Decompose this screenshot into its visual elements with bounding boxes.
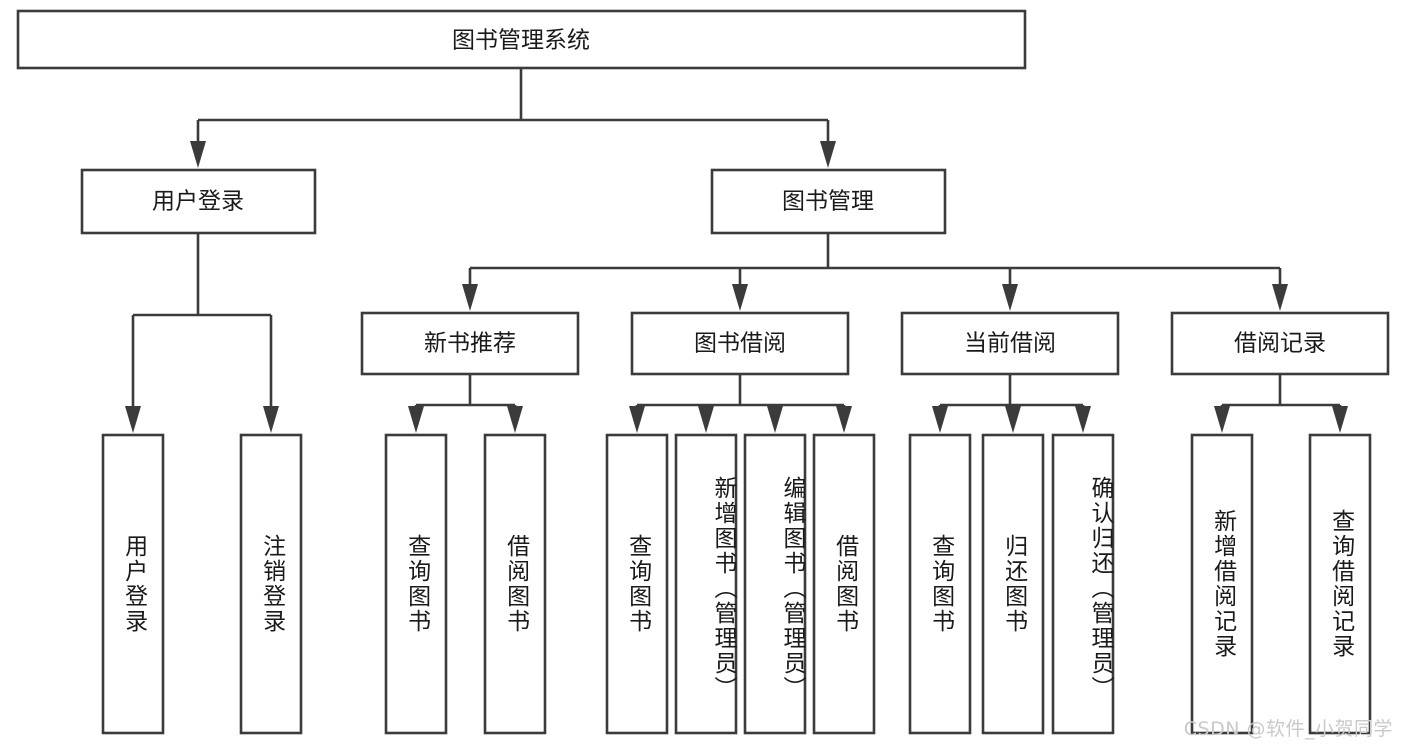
arrowhead-icon [1002, 284, 1018, 311]
arrowhead-icon [698, 406, 714, 433]
node-book-manage[interactable]: 图书管理 [710, 168, 947, 235]
leaf-add-record[interactable] [1190, 433, 1254, 735]
arrowhead-icon [408, 406, 424, 433]
leaf-query-record[interactable] [1308, 433, 1372, 735]
leaf-query-book-rec[interactable] [384, 433, 448, 735]
node-root[interactable]: 图书管理系统 [16, 9, 1027, 70]
arrowhead-icon [932, 406, 948, 433]
arrowhead-icon [732, 284, 748, 311]
node-user-login-label: 用户登录 [152, 189, 244, 215]
node-borrow-record-label: 借阅记录 [1234, 331, 1326, 357]
node-borrow-record[interactable]: 借阅记录 [1170, 311, 1390, 376]
connector-borrowrecord-to-leaves [1214, 374, 1348, 433]
leaf-add-book[interactable] [674, 433, 738, 735]
node-book-borrow-label: 图书借阅 [694, 331, 786, 357]
leaf-borrow-book[interactable] [812, 433, 876, 735]
arrowhead-icon [1005, 406, 1021, 433]
connector-bookborrow-to-leaves [629, 374, 852, 433]
leaf-user-login[interactable] [101, 433, 165, 735]
arrowhead-icon [629, 406, 645, 433]
arrowhead-icon [263, 406, 279, 433]
node-book-borrow[interactable]: 图书借阅 [630, 311, 850, 376]
connector-newbookrec-to-leaves [408, 374, 523, 433]
node-current-borrow[interactable]: 当前借阅 [900, 311, 1120, 376]
leaf-borrow-book-rec[interactable] [483, 433, 547, 735]
arrowhead-icon [836, 406, 852, 433]
node-new-book-rec[interactable]: 新书推荐 [360, 311, 580, 376]
arrowhead-icon [462, 284, 478, 311]
csdn-watermark: CSDN @软件_小贺同学 [1183, 718, 1393, 740]
connector-bookmanage-to-level3 [462, 233, 1288, 311]
node-user-login[interactable]: 用户登录 [80, 168, 317, 235]
arrowhead-icon [125, 406, 141, 433]
arrowhead-icon [1272, 284, 1288, 311]
node-book-manage-label: 图书管理 [782, 189, 874, 215]
arrowhead-icon [767, 406, 783, 433]
leaf-edit-book[interactable] [743, 433, 807, 735]
node-current-borrow-label: 当前借阅 [964, 331, 1056, 357]
leaf-query-book-borrow[interactable] [605, 433, 669, 735]
connector-currentborrow-to-leaves [932, 374, 1091, 433]
arrowhead-icon [1214, 406, 1230, 433]
node-new-book-rec-label: 新书推荐 [424, 331, 516, 357]
connector-root-to-level2 [190, 68, 836, 168]
leaf-user-logout[interactable] [239, 433, 303, 735]
leaf-return-book[interactable] [981, 433, 1045, 735]
leaf-confirm-return[interactable] [1051, 433, 1115, 735]
arrowhead-icon [507, 406, 523, 433]
node-root-label: 图书管理系统 [452, 28, 590, 54]
connector-booklogin-to-leaves [125, 233, 279, 433]
leaf-query-book-cur[interactable] [908, 433, 972, 735]
arrowhead-icon [820, 141, 836, 168]
arrowhead-icon [1332, 406, 1348, 433]
arrowhead-icon [1075, 406, 1091, 433]
arrowhead-icon [190, 141, 206, 168]
